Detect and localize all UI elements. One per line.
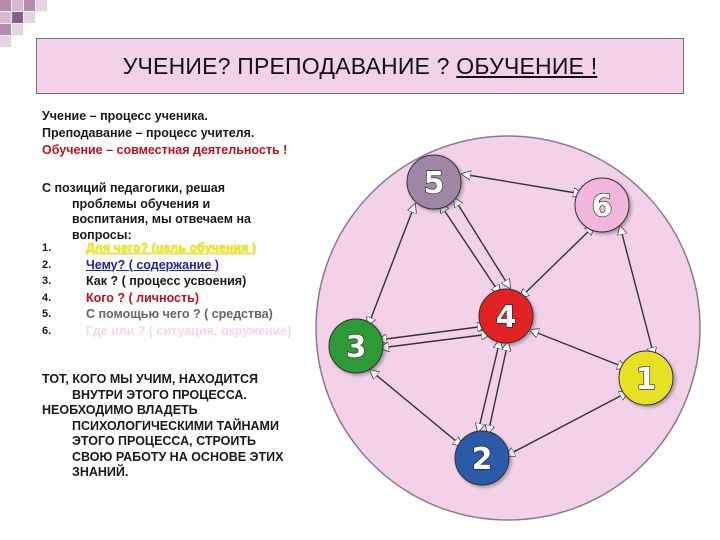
list-item-number: 4. bbox=[42, 291, 52, 304]
lead-line-1: С позиций педагогики, решая bbox=[42, 181, 226, 195]
question-list: 1. Для чего? (цель обучения ) 2. Чему? (… bbox=[42, 240, 332, 339]
title-part-2: ОБУЧЕНИЕ ! bbox=[456, 52, 598, 79]
list-item-number: 3. bbox=[42, 275, 52, 287]
list-item: 1. Для чего? (цель обучения ) bbox=[42, 240, 332, 257]
bottom-paragraph: ТОТ, КОГО МЫ УЧИМ, НАХОДИТСЯ ВНУТРИ ЭТОГ… bbox=[42, 372, 342, 481]
connector-5-4-b bbox=[454, 198, 510, 288]
list-item: 6. Где или ? ( ситуация, окружение) bbox=[42, 323, 332, 340]
lead-line-2: проблемы обучения и bbox=[72, 196, 211, 211]
bottom-line-4: ПСИХОЛОГИЧЕСКИМИ ТАЙНАМИ bbox=[72, 418, 279, 433]
intro-line-2: Преподавание – процесс учителя. bbox=[42, 126, 255, 140]
list-item-text: Чему? ( содержание ) bbox=[86, 257, 219, 272]
lead-line-4: вопросы: bbox=[72, 227, 132, 242]
list-item-text: С помощью чего ? ( средства) bbox=[86, 307, 273, 321]
node-2-label: 2 bbox=[472, 442, 493, 477]
title-part-1: УЧЕНИЕ? ПРЕПОДАВАНИЕ ? bbox=[122, 52, 457, 79]
connector-4-1 bbox=[530, 330, 626, 368]
node-3-circle bbox=[328, 318, 384, 374]
list-item-number: 5. bbox=[42, 308, 52, 320]
list-item-number: 2. bbox=[42, 258, 52, 271]
list-item: 2. Чему? ( содержание ) bbox=[42, 257, 332, 274]
list-item-text: Где или ? ( ситуация, окружение) bbox=[86, 323, 292, 338]
lead-line-3: воспитания, мы отвечаем на bbox=[72, 212, 251, 226]
node-4-label: 4 bbox=[496, 300, 517, 335]
node-5: 5 bbox=[406, 154, 462, 210]
corner-decoration bbox=[0, 0, 60, 60]
node-5-circle bbox=[406, 154, 462, 210]
list-item-text: Для чего? (цель обучения ) bbox=[86, 241, 257, 255]
node-2: 2 bbox=[454, 430, 510, 486]
node-3: 3 bbox=[328, 318, 384, 374]
bottom-line-7: ЗНАНИЙ. bbox=[72, 465, 129, 479]
node-3-label: 3 bbox=[346, 330, 367, 365]
title-box: УЧЕНИЕ? ПРЕПОДАВАНИЕ ? ОБУЧЕНИЕ ! bbox=[36, 38, 684, 94]
node-5-label: 5 bbox=[424, 166, 445, 201]
bottom-line-1: ТОТ, КОГО МЫ УЧИМ, НАХОДИТСЯ bbox=[42, 372, 259, 386]
bottom-line-3: НЕОБХОДИМО ВЛАДЕТЬ bbox=[42, 403, 198, 417]
lead-paragraph: С позиций педагогики, решая проблемы обу… bbox=[42, 181, 332, 243]
list-item-number: 1. bbox=[42, 242, 52, 254]
list-item-text: Как ? ( процесс усвоения) bbox=[86, 274, 247, 288]
node-2-circle bbox=[454, 430, 510, 486]
node-6-label: 6 bbox=[592, 189, 613, 224]
connector-5-3 bbox=[368, 204, 415, 326]
node-6: 6 bbox=[574, 177, 630, 233]
list-item: 3. Как ? ( процесс усвоения) bbox=[42, 273, 332, 290]
node-4-circle bbox=[478, 288, 534, 344]
node-1: 1 bbox=[618, 350, 674, 406]
bottom-line-5: ЭТОГО ПРОЦЕССА, СТРОИТЬ bbox=[72, 434, 256, 448]
list-item-number: 6. bbox=[42, 324, 52, 337]
connector-6-4 bbox=[520, 226, 594, 298]
list-item: 4. Кого ? ( личность) bbox=[42, 290, 332, 307]
node-1-label: 1 bbox=[636, 362, 657, 397]
list-item-text: Кого ? ( личность) bbox=[86, 290, 199, 305]
node-1-circle bbox=[618, 350, 674, 406]
connector-4-3-b bbox=[380, 334, 490, 348]
connector-3-2 bbox=[370, 370, 462, 446]
page-title: УЧЕНИЕ? ПРЕПОДАВАНИЕ ? ОБУЧЕНИЕ ! bbox=[123, 53, 598, 80]
intro-block: Учение – процесс ученика. Преподавание –… bbox=[42, 108, 287, 159]
connector-5-6 bbox=[462, 174, 582, 194]
list-item: 5. С помощью чего ? ( средства) bbox=[42, 306, 332, 323]
intro-line-1: Учение – процесс ученика. bbox=[42, 109, 208, 123]
node-6-circle bbox=[574, 177, 630, 233]
bottom-line-2: ВНУТРИ ЭТОГО ПРОЦЕССА. bbox=[72, 387, 247, 402]
connector-1-2 bbox=[506, 392, 628, 456]
intro-line-3: Обучение – совместная деятельность ! bbox=[42, 143, 288, 157]
connector-4-2-b bbox=[488, 342, 508, 434]
connector-6-1 bbox=[620, 226, 654, 356]
bottom-line-6: СВОЮ РАБОТУ НА ОСНОВЕ ЭТИХ bbox=[72, 449, 284, 464]
node-4: 4 bbox=[478, 288, 534, 344]
